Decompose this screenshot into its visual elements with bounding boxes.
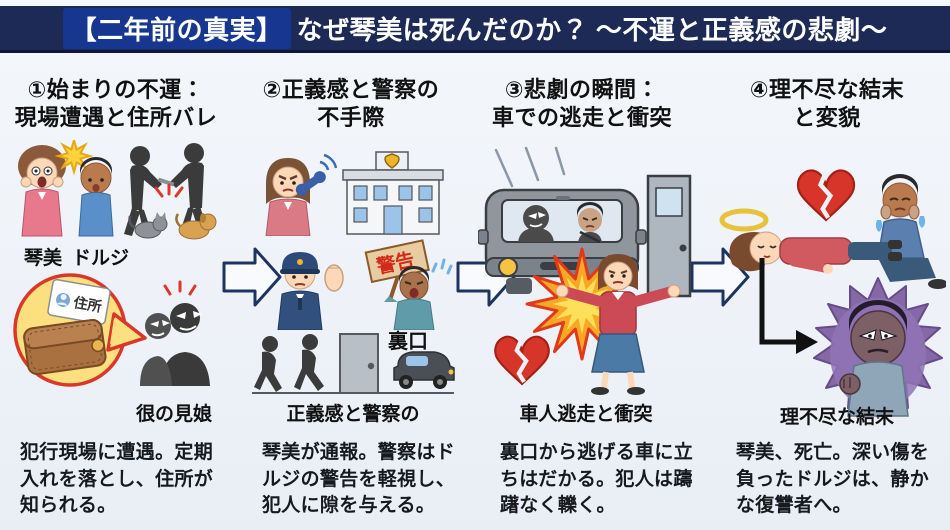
- phone-receiver-icon: [295, 171, 326, 196]
- panel4-caption: 理不尽な結末: [779, 407, 894, 428]
- panel1-caption: 很の見娘: [135, 404, 212, 425]
- dead-kotomi: [719, 208, 902, 274]
- flow-arrow-1: [222, 247, 282, 307]
- panel2-heading-line2: 不手際: [317, 105, 385, 131]
- panel2-heading-line1: ②正義感と警察の: [262, 77, 440, 102]
- clash-marks-icon: [154, 183, 184, 198]
- halo-icon: [719, 208, 769, 232]
- speed-lines: [494, 146, 566, 188]
- panel3-heading: ③悲劇の瞬間： 車での逃走と衝突: [468, 76, 696, 132]
- crime-scene-illustration: [18, 140, 217, 240]
- dog-icon: [175, 213, 217, 240]
- vengeful-boy: [839, 300, 909, 417]
- police-officer: [277, 252, 344, 330]
- crying-dorji: [875, 174, 946, 289]
- panel3-heading-line2: 車での逃走と衝突: [491, 105, 672, 131]
- backdoor-icon: [339, 333, 379, 394]
- stalker-silhouettes: [140, 303, 210, 386]
- broken-heart-icon: [494, 335, 550, 386]
- dorji-label: ドルジ: [72, 248, 130, 269]
- dark-aura-boy-illustration: [813, 277, 943, 419]
- panel4-heading-line2: と変貌: [793, 105, 861, 131]
- getaway-car-icon: [393, 351, 455, 389]
- panel3-heading-line1: ③悲劇の瞬間：: [504, 77, 660, 102]
- transformation-arrow: [759, 258, 818, 354]
- panel2-heading: ②正義感と警察の 不手際: [240, 76, 462, 132]
- backdoor-label: 裏口: [387, 330, 428, 353]
- broken-heart-icon: [796, 169, 856, 222]
- panel3-caption: 車人逃走と衝突: [519, 404, 653, 425]
- escape-door-icon: [646, 174, 692, 298]
- panel4-body-text: 琴美、死亡。深い傷を負ったドルジは、静かな復讐者へ。: [736, 442, 930, 517]
- cat-icon: [128, 212, 168, 239]
- wallet-icon: [23, 318, 107, 376]
- panel1-heading-line1: ①始まりの不運：: [27, 77, 205, 102]
- panel4-heading: ④理不尽な結末 と変貌: [712, 76, 942, 132]
- panel4-heading-line1: ④理不尽な結末: [749, 77, 905, 102]
- wallet-address-leak-illustration: 住所: [13, 273, 210, 387]
- woman-calling-police: [265, 153, 338, 236]
- panel1-heading: ①始まりの不運： 現場遭遇と住所バレ: [5, 76, 227, 132]
- kotomi-label: 琴美: [24, 248, 63, 269]
- panel3-body-text: 裏口から逃げる車に立ちはだかる。犯人は躊躇なく轢く。: [500, 442, 694, 517]
- car-collision-illustration: [478, 146, 692, 395]
- panel2-caption: 正義感と警察の: [286, 404, 420, 425]
- alert-marks-icon: [163, 280, 197, 296]
- police-report-illustration: [265, 151, 444, 236]
- criminal-driver-silhouette: [518, 205, 554, 242]
- kotomi-blocking-car: [555, 254, 681, 395]
- shocked-woman-kotomi: [18, 145, 66, 237]
- backdoor-escape-illustration: 裏口: [252, 330, 455, 394]
- sweat-drops-icon: [431, 258, 453, 275]
- fleeing-car: [478, 188, 647, 294]
- page-title: なぜ琴美は死んだのか？ ～不運と正義感の悲劇～: [296, 14, 888, 45]
- panel1-body-text: 犯行現場に遭遇。定期入れを落とし、住所が知られる。: [20, 442, 214, 517]
- boy-dorji: [78, 157, 114, 237]
- warning-sign-man: 警告: [364, 239, 453, 330]
- police-station-icon: [342, 151, 444, 235]
- panel1-heading-line2: 現場遭遇と住所バレ: [14, 105, 218, 131]
- warning-dismissed-illustration: 警告: [277, 239, 453, 330]
- panel2-body-text: 琴美が通報。警察はドルジの警告を軽視し、犯人に隙を与える。: [262, 442, 456, 517]
- address-card-text: 住所: [72, 294, 103, 315]
- header-tag: 【二年前の真実】: [62, 7, 291, 49]
- death-scene-illustration: [719, 169, 946, 289]
- passenger-man: [577, 202, 603, 244]
- header-bar: 【二年前の真実】 なぜ琴美は死んだのか？ ～不運と正義感の悲劇～: [0, 6, 950, 53]
- address-card-icon: 住所: [47, 278, 111, 325]
- sneaking-silhouettes: [254, 334, 324, 392]
